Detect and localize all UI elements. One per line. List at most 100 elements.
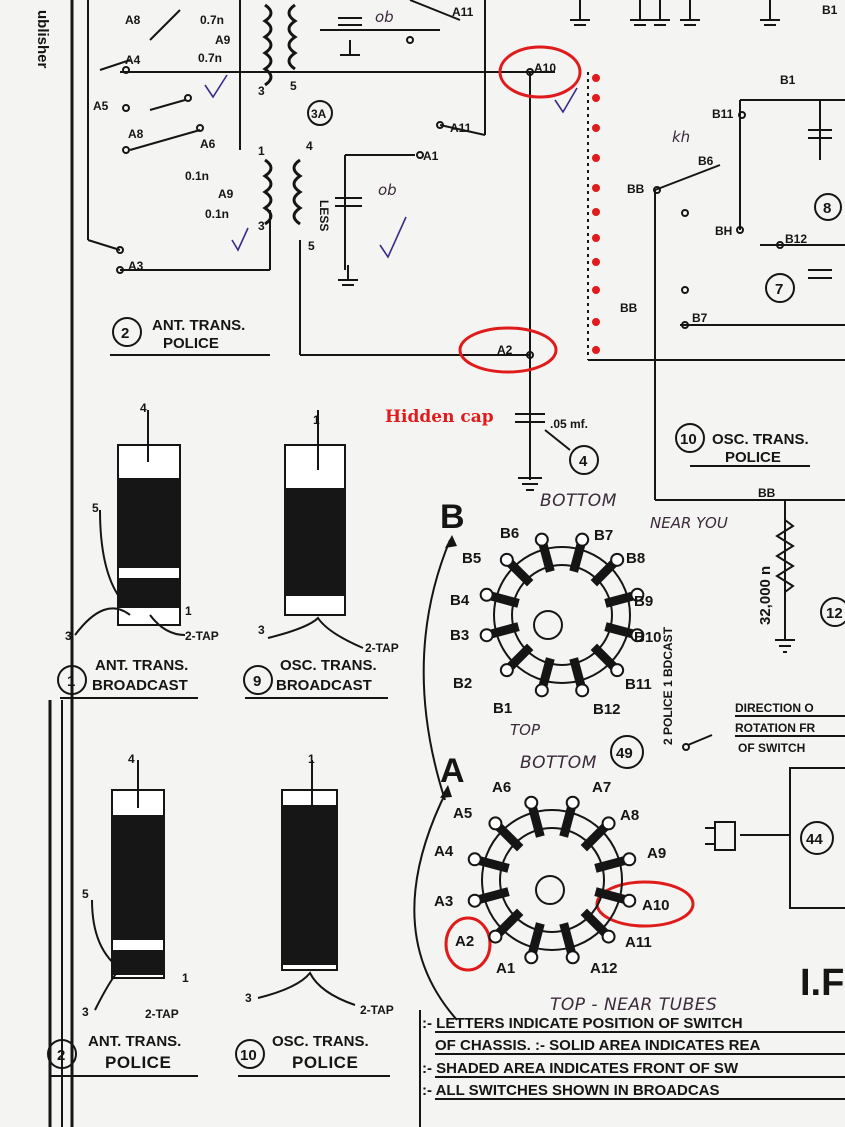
component-osc-trans-police-top: 10 OSC. TRANS. POLICE <box>675 423 810 467</box>
coil-1-broadcast: 4 5 3 1 2-TAP <box>65 401 219 643</box>
b-lbl-b7: B7 <box>594 527 613 544</box>
pen-bottom-a: BOTTOM <box>520 753 597 773</box>
label-a11-mid: A11 <box>450 121 472 135</box>
switch-b-contact-tip-6 <box>575 683 590 698</box>
note-line4: :- ALL SWITCHES SHOWN IN BROADCAS <box>422 1082 720 1099</box>
label-ind-01a: 0.1n <box>185 169 209 183</box>
num-10-bottom: 10 <box>240 1047 257 1064</box>
switch-b-contact-tip-12 <box>534 532 549 547</box>
highlight-a2-top <box>458 326 558 374</box>
switch-a-contact-tip-2 <box>601 816 616 831</box>
coil-label-5-mid: 5 <box>308 239 315 253</box>
b-lbl-b10: B10 <box>634 629 662 646</box>
component-ant-trans-broadcast: 1 ANT. TRANS. BROADCAST <box>57 657 198 699</box>
b-lbl-b4: B4 <box>450 592 470 609</box>
switch-b-contact-tip-2 <box>610 552 625 567</box>
switch-a-contact-tip-8 <box>488 929 503 944</box>
num-1: 1 <box>67 673 75 690</box>
ant-bc-line2: BROADCAST <box>92 677 188 694</box>
osc-bc-line1: OSC. TRANS. <box>280 657 377 674</box>
switch-a-contact-tip-5 <box>601 929 616 944</box>
hidden-cap-note: Hidden cap <box>385 407 494 427</box>
a-lbl-a6: A6 <box>492 779 511 796</box>
label-a8: A8 <box>125 13 141 27</box>
label-ind-07b: 0.7n <box>198 51 222 65</box>
if-label: I.F <box>800 962 844 1004</box>
label-a8-b: A8 <box>128 127 144 141</box>
ant-trans-top-line2: POLICE <box>163 335 219 352</box>
b-lbl-b6: B6 <box>500 525 519 542</box>
police-bdcast-vertical: 2 POLICE 1 BDCAST <box>661 626 675 745</box>
a-lbl-a5: A5 <box>453 805 472 822</box>
pen-ob: ob <box>378 181 397 199</box>
label-less: LESS <box>317 200 331 231</box>
coil10-lbl-tap: 2-TAP <box>360 1003 394 1017</box>
switch-a: A A6 A7 A8 A9 A10 A11 A12 A1 A2 A3 A4 A5… <box>413 752 717 1021</box>
component-osc-trans-police-bottom: 10 OSC. TRANS. POLICE <box>235 1033 390 1077</box>
highlight-a10-top <box>498 45 582 99</box>
label-b6: B6 <box>698 154 714 168</box>
label-bb8-b: BB <box>620 301 638 315</box>
b-lbl-b12: B12 <box>593 701 621 718</box>
switch-a-contact-tip-7 <box>524 950 539 965</box>
switch-a-contact-tip-10 <box>467 852 482 867</box>
label-b1: B1 <box>780 73 796 87</box>
a-lbl-a2: A2 <box>455 933 474 950</box>
coil1-lbl-3: 3 <box>65 629 72 643</box>
pen-near-you: NEAR YOU <box>650 514 728 532</box>
direction-line3: OF SWITCH <box>738 741 805 755</box>
switch-b-contact-tip-1 <box>575 532 590 547</box>
b-lbl-b2: B2 <box>453 675 472 692</box>
label-b11: B11 <box>712 107 734 121</box>
pen-check-4 <box>231 227 249 252</box>
osc-pol-line1: OSC. TRANS. <box>272 1033 369 1050</box>
pen-check-3 <box>554 87 578 114</box>
osc-pol-line2: POLICE <box>292 1053 358 1072</box>
switch-a-contact-tip-9 <box>467 893 482 908</box>
pen-bottom-b: BOTTOM <box>540 491 617 511</box>
osc-bc-line2: BROADCAST <box>276 677 372 694</box>
b-lbl-b9: B9 <box>634 593 653 610</box>
switch-a-contact-tip-3 <box>622 852 637 867</box>
highlight-a10-switch <box>595 880 695 928</box>
switch-a-letter: A <box>440 752 465 790</box>
b-lbl-b11: B11 <box>625 676 652 693</box>
a-lbl-a3: A3 <box>434 893 453 910</box>
num-2-top: 2 <box>121 325 129 342</box>
note-line1: :- LETTERS INDICATE POSITION OF SWITCH <box>422 1015 743 1032</box>
switch-b-contact-tip-10 <box>479 587 494 602</box>
coil2-lbl-5: 5 <box>82 887 89 901</box>
label-bh: BH <box>715 224 732 238</box>
num-2-bottom: 2 <box>57 1047 65 1064</box>
coil-3a-label: 3A <box>311 107 327 121</box>
pen-ob-top: ob <box>375 8 394 26</box>
b-lbl-b3: B3 <box>450 627 469 644</box>
pen-kh: kh <box>672 128 690 146</box>
node-44: 44 <box>806 831 823 848</box>
a-lbl-a9: A9 <box>647 845 666 862</box>
switch-b-contact-tip-5 <box>610 663 625 678</box>
hidden-cap-area: Hidden cap .05 mf. 4 <box>385 407 599 491</box>
red-dotted-trace <box>592 74 600 354</box>
label-b7-top: B7 <box>692 311 708 325</box>
pen-top-near-tubes: TOP - NEAR TUBES <box>550 995 717 1015</box>
top-wiring: 3A A8 A4 A5 A8 A6 0.7n 0.7n A9 0.1n 0.1n… <box>87 0 780 480</box>
label-a1-top: A1 <box>423 149 439 163</box>
coil-9-broadcast: 1 3 2-TAP <box>258 410 399 655</box>
coil-label-5-top: 5 <box>290 79 297 93</box>
node-12: 12 <box>826 605 843 622</box>
node-4: 4 <box>579 453 588 470</box>
node-49: 49 <box>616 745 633 762</box>
ant-trans-top-line1: ANT. TRANS. <box>152 317 245 334</box>
switch-a-contact-tip-11 <box>488 816 503 831</box>
coil-2-police: 4 5 3 1 2-TAP <box>82 752 189 1021</box>
a-lbl-a8: A8 <box>620 807 639 824</box>
label-a2-top: A2 <box>497 343 513 357</box>
switch-b: B B6 B7 B8 B9 B10 B11 B12 B1 B2 B3 B4 B5… <box>422 491 728 801</box>
switch-a-contact-tip-6 <box>565 950 580 965</box>
label-ind-01b: 0.1n <box>205 207 229 221</box>
label-a4: A4 <box>125 53 141 67</box>
plug-area: 44 <box>705 767 845 909</box>
b-lbl-b8: B8 <box>626 550 645 567</box>
a-lbl-a11: A11 <box>625 934 652 951</box>
